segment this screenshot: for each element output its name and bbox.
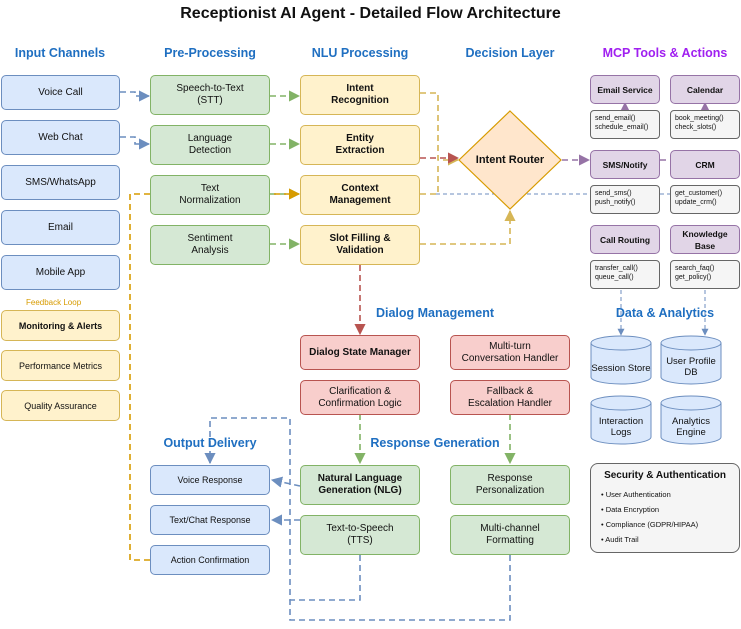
store-session-store: Session Store	[590, 335, 652, 385]
dialog-state-manager: Dialog State Manager	[300, 335, 420, 370]
tool-email-service: Email Service	[590, 75, 660, 104]
tool-calendar-methods: book_meeting() check_slots()	[670, 110, 740, 139]
tool-call-routing: Call Routing	[590, 225, 660, 254]
dialog-fallback-escalation: Fallback & Escalation Handler	[450, 380, 570, 415]
response-personalization: Response Personalization	[450, 465, 570, 505]
store-analytics-engine-label: Analytics Engine	[671, 416, 710, 438]
input-web-chat: Web Chat	[1, 120, 120, 155]
security-title: Security & Authentication	[604, 470, 726, 481]
output-text-chat-response: Text/Chat Response	[150, 505, 270, 535]
method-search-faq: search_faq()	[675, 265, 715, 272]
tool-knowledge-base: Knowledge Base	[670, 225, 740, 254]
output-action-confirmation: Action Confirmation	[150, 545, 270, 575]
tool-crm: CRM	[670, 150, 740, 179]
nlu-intent-recognition: Intent Recognition	[300, 75, 420, 115]
output-voice-response: Voice Response	[150, 465, 270, 495]
store-interaction-logs: Interaction Logs	[590, 395, 652, 445]
pre-stt: Speech-to-Text (STT)	[150, 75, 270, 115]
store-user-profile: User Profile DB	[660, 335, 722, 385]
store-interaction-logs-label: Interaction Logs	[598, 416, 644, 438]
dialog-clarification-logic: Clarification & Confirmation Logic	[300, 380, 420, 415]
response-nlg: Natural Language Generation (NLG)	[300, 465, 420, 505]
tool-email-methods: send_email() schedule_email()	[590, 110, 660, 139]
response-tts: Text-to-Speech (TTS)	[300, 515, 420, 555]
pre-language-detection: Language Detection	[150, 125, 270, 165]
arrow-chat-to-lang	[120, 136, 151, 150]
header-dialog-management: Dialog Management	[375, 306, 495, 320]
feedback-loop-label: Feedback Loop	[26, 298, 82, 307]
cylinder-shape	[590, 335, 652, 385]
header-decision-layer: Decision Layer	[465, 46, 555, 60]
tool-calendar: Calendar	[670, 75, 740, 104]
tool-sms-methods: send_sms() push_notify()	[590, 185, 660, 214]
input-sms-whatsapp: SMS/WhatsApp	[1, 165, 120, 200]
security-item-encryption: • Data Encryption	[601, 505, 660, 514]
arrow-context-to-router	[420, 164, 439, 195]
method-update-crm: update_crm()	[675, 199, 717, 206]
pre-sentiment-analysis: Sentiment Analysis	[150, 225, 270, 265]
method-queue-call: queue_call()	[595, 274, 634, 281]
security-item-compliance: • Compliance (GDPR/HIPAA)	[601, 520, 699, 529]
header-mcp-tools: MCP Tools & Actions	[602, 46, 728, 60]
security-panel: Security & Authentication • User Authent…	[590, 463, 740, 553]
method-transfer-call: transfer_call()	[595, 265, 638, 272]
feedback-monitoring-alerts: Monitoring & Alerts	[1, 310, 120, 341]
intent-router-shape	[458, 110, 562, 210]
header-nlu-processing: NLU Processing	[311, 46, 409, 60]
cylinder-shape	[660, 335, 722, 385]
nlu-slot-filling: Slot Filling & Validation	[300, 225, 420, 265]
nlu-entity-extraction: Entity Extraction	[300, 125, 420, 165]
intent-router-label: Intent Router	[475, 154, 545, 166]
tool-call-routing-methods: transfer_call() queue_call()	[590, 260, 660, 289]
input-voice-call: Voice Call	[1, 75, 120, 110]
store-analytics-engine: Analytics Engine	[660, 395, 722, 445]
input-mobile-app: Mobile App	[1, 255, 120, 290]
arrow-voice-to-stt	[120, 90, 151, 102]
input-email: Email	[1, 210, 120, 245]
header-input-channels: Input Channels	[14, 46, 106, 60]
method-send-email: send_email()	[595, 115, 636, 122]
dialog-multi-turn-handler: Multi-turn Conversation Handler	[450, 335, 570, 370]
store-session-label: Session Store	[591, 363, 651, 374]
diagram-title: Receptionist AI Agent - Detailed Flow Ar…	[180, 5, 561, 22]
header-output-delivery: Output Delivery	[163, 436, 257, 450]
nlu-context-management: Context Management	[300, 175, 420, 215]
store-user-profile-label: User Profile DB	[666, 356, 716, 378]
security-item-auth: • User Authentication	[601, 490, 671, 499]
feedback-performance-metrics: Performance Metrics	[1, 350, 120, 381]
method-push-notify: push_notify()	[595, 199, 636, 206]
tool-crm-methods: get_customer() update_crm()	[670, 185, 740, 214]
intent-router: Intent Router	[458, 110, 562, 210]
response-multichannel-formatting: Multi-channel Formatting	[450, 515, 570, 555]
header-pre-processing: Pre-Processing	[164, 46, 256, 60]
arrow-intent-to-router	[420, 92, 460, 166]
security-item-audit: • Audit Trail	[601, 535, 639, 544]
method-get-customer: get_customer()	[675, 190, 723, 197]
feedback-quality-assurance: Quality Assurance	[1, 390, 120, 421]
arrow-nlg-to-voice	[270, 476, 301, 488]
method-schedule-email: schedule_email()	[595, 124, 649, 131]
method-book-meeting: book_meeting()	[675, 115, 724, 122]
tool-knowledge-methods: search_faq() get_policy()	[670, 260, 740, 289]
arrow-slot-to-router	[420, 209, 516, 245]
tool-sms-notify: SMS/Notify	[590, 150, 660, 179]
cylinder-shape	[660, 395, 722, 445]
header-data-analytics: Data & Analytics	[615, 306, 715, 320]
method-get-policy: get_policy()	[675, 274, 712, 281]
header-response-generation: Response Generation	[370, 436, 500, 450]
method-check-slots: check_slots()	[675, 124, 717, 131]
line-format-loop	[289, 555, 511, 621]
cylinder-shape	[590, 395, 652, 445]
pre-text-normalization: Text Normalization	[150, 175, 270, 215]
method-send-sms: send_sms()	[595, 190, 632, 197]
